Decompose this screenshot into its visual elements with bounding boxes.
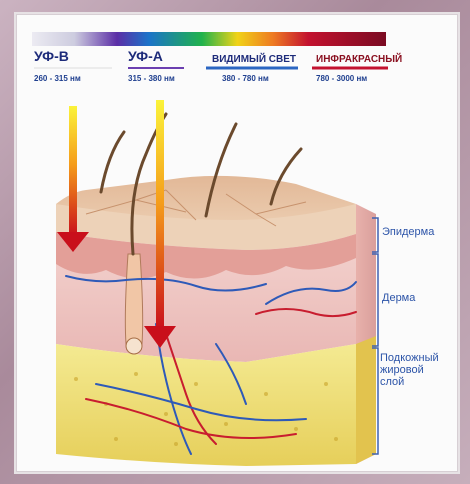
band-ir-name: ИНФРАКРАСНЫЙ bbox=[316, 54, 402, 65]
layer-label-epidermis: Эпидерма bbox=[382, 226, 434, 238]
layer-label-subcutaneous-line-1: Подкожный bbox=[380, 352, 439, 364]
band-visible-name: ВИДИМЫЙ СВЕТ bbox=[212, 54, 296, 65]
band-uvb-name: УФ-В bbox=[34, 48, 69, 64]
skin-uv-diagram-panel: УФ-В УФ-А ВИДИМЫЙ СВЕТ ИНФРАКРАСНЫЙ 260 … bbox=[14, 12, 460, 474]
fat-side-face bbox=[356, 336, 376, 464]
uvb-arrow-shaft bbox=[69, 106, 77, 236]
layer-label-subcutaneous: Подкожный жировой слой bbox=[380, 352, 439, 388]
fat-layer bbox=[56, 344, 356, 466]
band-uva-range: 315 - 380 нм bbox=[128, 74, 175, 83]
layer-label-dermis: Дерма bbox=[382, 292, 415, 304]
spectrum-bar bbox=[32, 32, 386, 46]
band-visible-range: 380 - 780 нм bbox=[222, 74, 269, 83]
band-uva-name: УФ-А bbox=[128, 48, 163, 64]
band-ir-range: 780 - 3000 нм bbox=[316, 74, 367, 83]
uva-arrow-shaft bbox=[156, 100, 164, 330]
hair-bulb bbox=[126, 338, 142, 354]
layer-label-subcutaneous-line-3: слой bbox=[380, 376, 439, 388]
band-uvb-range: 260 - 315 нм bbox=[34, 74, 81, 83]
layer-label-subcutaneous-line-2: жировой bbox=[380, 364, 439, 376]
